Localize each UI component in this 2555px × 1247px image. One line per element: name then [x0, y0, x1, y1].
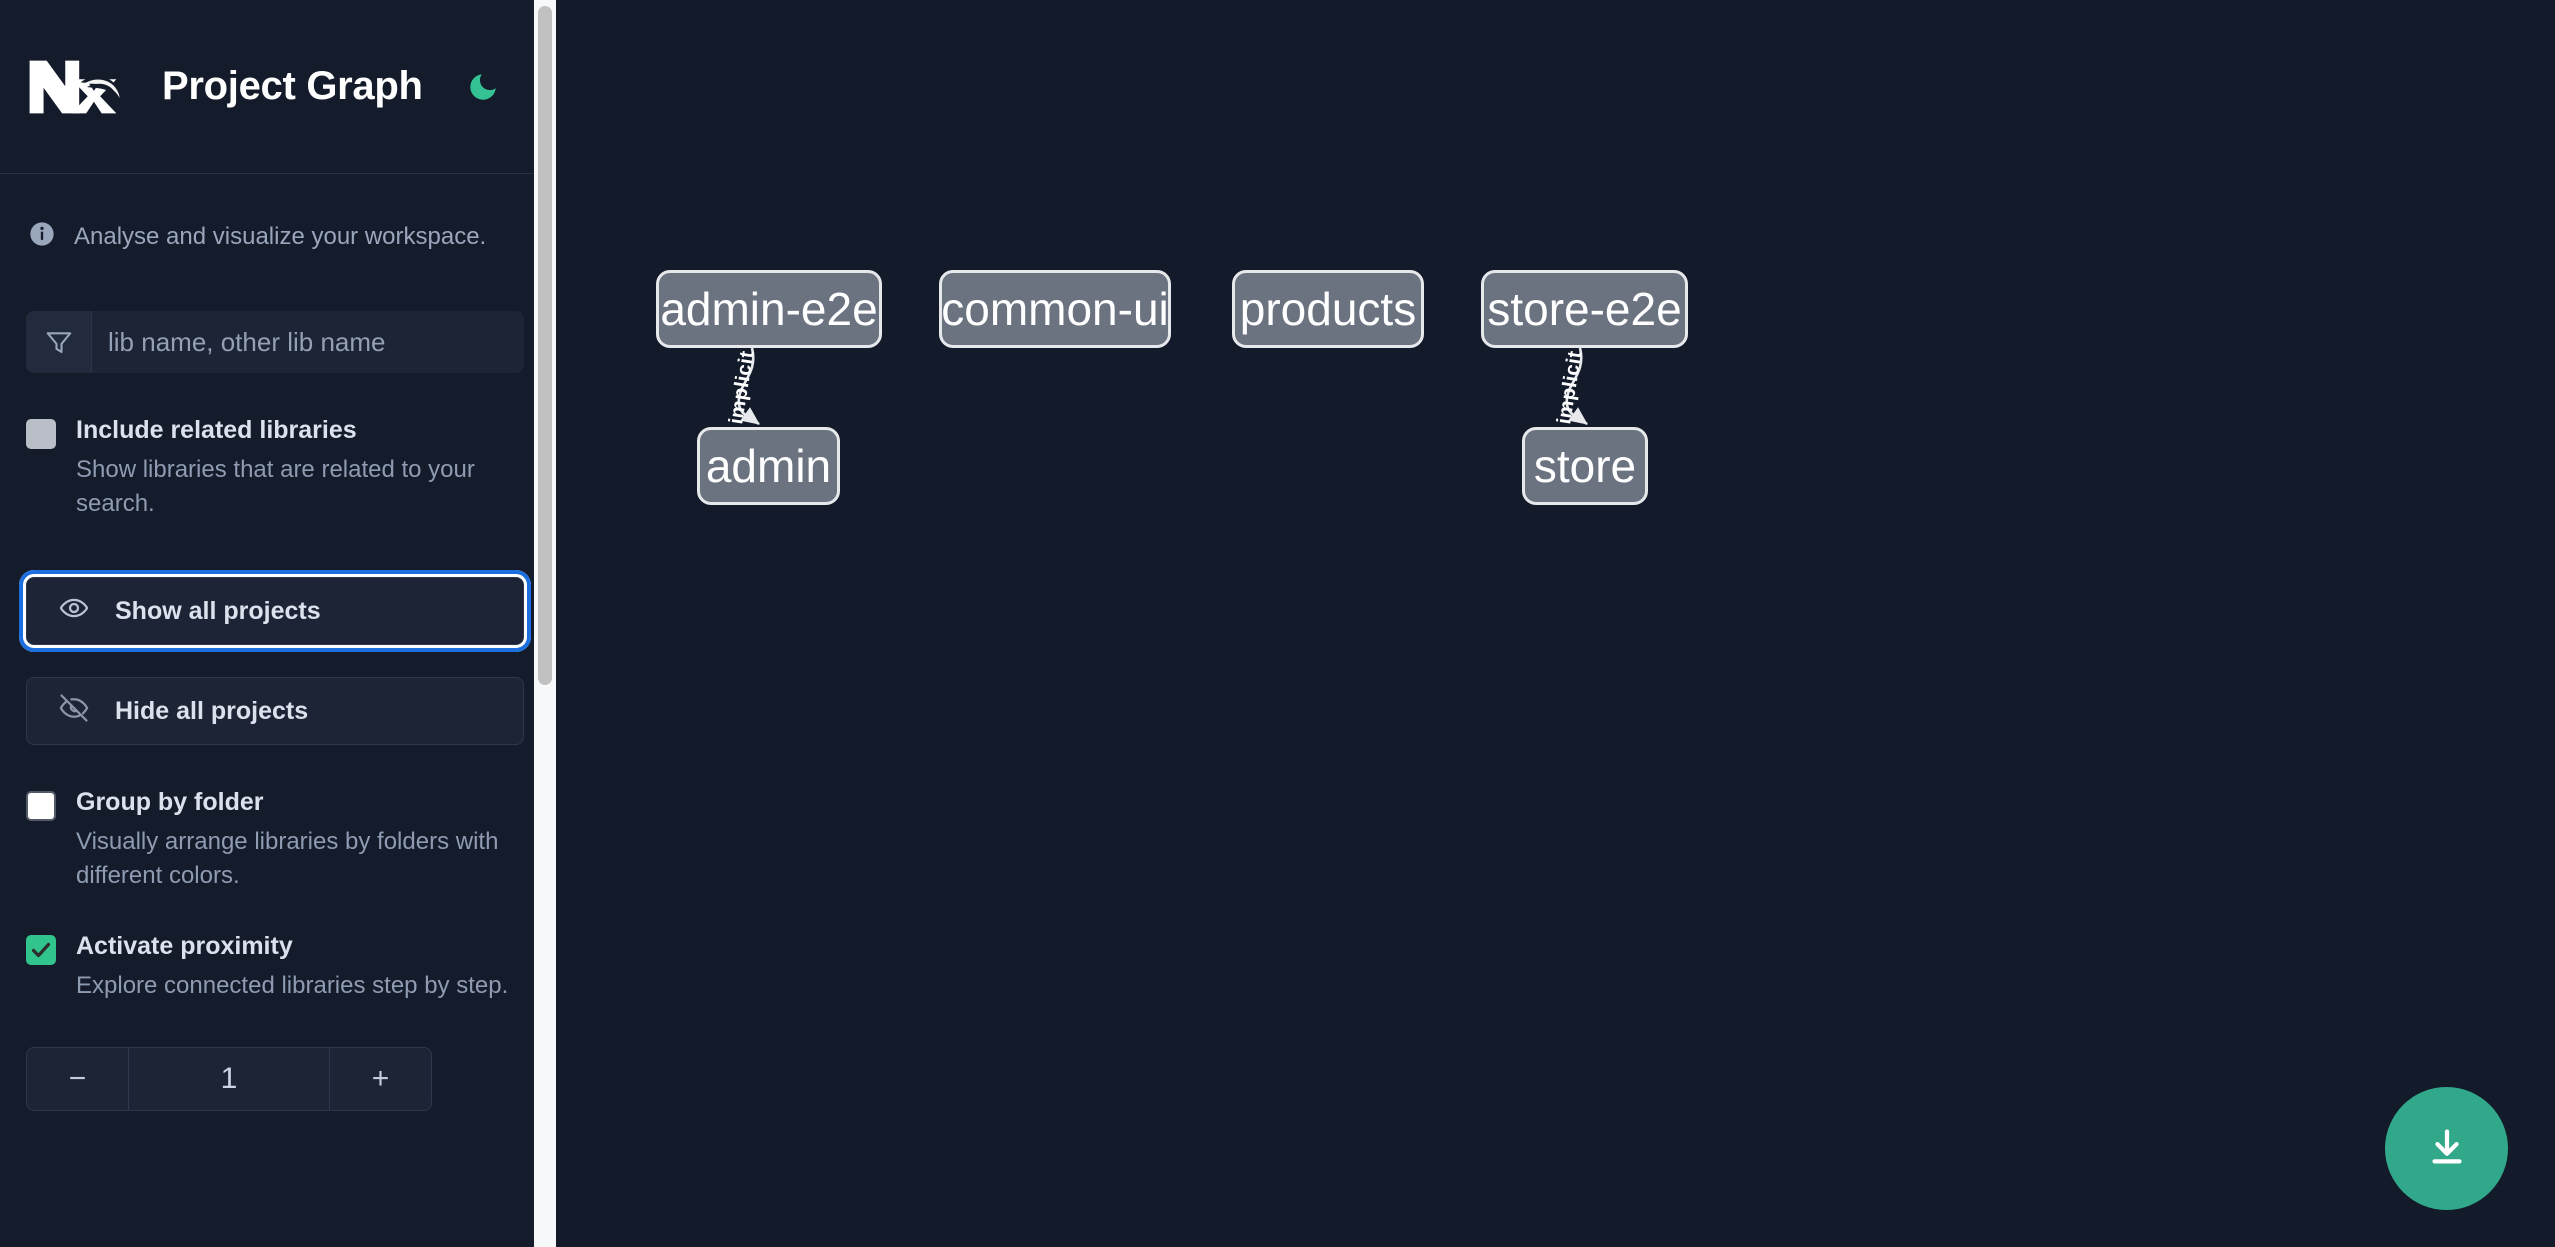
- edge-admin-e2e-to-admin: [737, 347, 760, 426]
- workspace-hint-text: Analyse and visualize your workspace.: [74, 222, 487, 250]
- edge-store-e2e-to-store: [1565, 347, 1588, 426]
- activate-proximity-checkbox[interactable]: [26, 935, 56, 966]
- filter-field[interactable]: [26, 311, 524, 373]
- sidebar-scrollbar-thumb[interactable]: [538, 6, 552, 685]
- sidebar-scrollbar[interactable]: [534, 0, 556, 1247]
- show-all-projects-button[interactable]: Show all projects: [19, 570, 531, 653]
- page-title: Project Graph: [162, 64, 423, 108]
- include-related-libraries-description: Show libraries that are related to your …: [76, 456, 475, 518]
- option-activate-proximity: Activate proximity Explore connected lib…: [26, 931, 530, 1003]
- nx-logo: [26, 56, 120, 118]
- group-by-folder-checkbox[interactable]: [26, 791, 56, 822]
- eye-icon: [59, 593, 89, 630]
- graph-node-store-e2e[interactable]: store-e2e: [1481, 270, 1688, 348]
- show-all-projects-label: Show all projects: [115, 596, 321, 625]
- proximity-value: 1: [129, 1048, 329, 1111]
- sidebar: Project Graph Analyse and visualize your…: [0, 0, 556, 1247]
- proximity-decrement-button[interactable]: −: [27, 1048, 129, 1111]
- include-related-libraries-label[interactable]: Include related libraries: [76, 416, 357, 444]
- workspace-hint: Analyse and visualize your workspace.: [26, 174, 530, 253]
- include-related-libraries-checkbox[interactable]: [26, 419, 56, 449]
- option-group-by-folder: Group by folder Visually arrange librari…: [26, 787, 530, 893]
- moon-icon[interactable]: [461, 65, 505, 109]
- activate-proximity-description: Explore connected libraries step by step…: [76, 972, 509, 1000]
- graph-node-store[interactable]: store: [1522, 427, 1648, 505]
- group-by-folder-label[interactable]: Group by folder: [76, 788, 264, 817]
- filter-input[interactable]: [92, 311, 524, 373]
- graph-node-admin-e2e[interactable]: admin-e2e: [656, 270, 882, 348]
- funnel-icon: [26, 311, 92, 373]
- group-by-folder-description: Visually arrange libraries by folders wi…: [76, 828, 499, 890]
- graph-node-admin[interactable]: admin: [697, 427, 840, 505]
- graph-node-common-ui[interactable]: common-ui: [939, 270, 1171, 348]
- proximity-increment-button[interactable]: +: [329, 1048, 431, 1111]
- graph-canvas[interactable]: admin-e2e common-ui products store-e2e a…: [556, 0, 2555, 1247]
- hide-all-projects-label: Hide all projects: [115, 696, 309, 725]
- visibility-button-group: Show all projects Hide all projects: [19, 570, 531, 746]
- info-icon: [28, 220, 56, 253]
- graph-node-products[interactable]: products: [1232, 270, 1424, 348]
- eye-off-icon: [59, 693, 89, 730]
- proximity-stepper: − 1 +: [26, 1047, 432, 1112]
- activate-proximity-label[interactable]: Activate proximity: [76, 932, 293, 961]
- sidebar-body: Analyse and visualize your workspace. In…: [0, 174, 556, 1112]
- download-image-button[interactable]: [2385, 1087, 2508, 1210]
- hide-all-projects-button[interactable]: Hide all projects: [26, 677, 524, 746]
- sidebar-header: Project Graph: [0, 0, 556, 174]
- graph-edges: [737, 347, 1588, 426]
- option-include-related-libraries: Include related libraries Show libraries…: [26, 415, 530, 521]
- download-icon: [2424, 1124, 2470, 1173]
